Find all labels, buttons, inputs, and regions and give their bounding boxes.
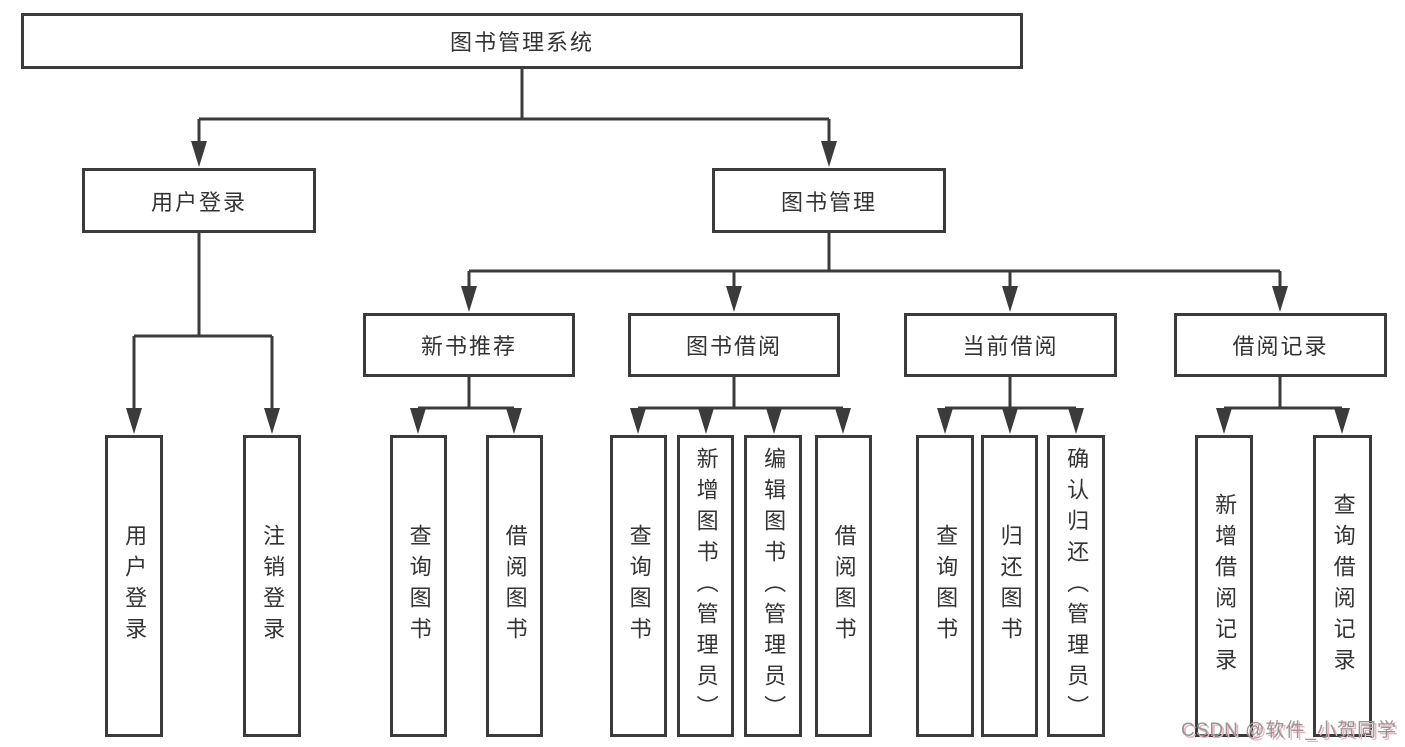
leaf-current-confirm-return-admin-label: 确认归还（管理员） xyxy=(1064,446,1090,726)
leaf-records-add-record-label: 新增借阅记录 xyxy=(1212,493,1238,679)
arrow-icon xyxy=(191,141,207,167)
leaf-current-return-books: 归还图书 xyxy=(981,435,1038,737)
leaf-borrow-edit-books-admin: 编辑图书（管理员） xyxy=(744,435,802,737)
csdn-watermark: CSDN @软件_小贺同学 xyxy=(1181,720,1397,741)
node-book-borrow-label: 图书借阅 xyxy=(685,334,782,359)
leaf-borrow-query-books: 查询图书 xyxy=(610,435,667,737)
node-current-borrow: 当前借阅 xyxy=(904,313,1117,377)
leaf-current-query-books: 查询图书 xyxy=(916,435,974,737)
arrow-icon xyxy=(630,408,646,434)
node-library-system: 图书管理系统 xyxy=(21,13,1023,69)
node-borrow-records-label: 借阅记录 xyxy=(1232,334,1329,359)
leaf-records-query-record-label: 查询借阅记录 xyxy=(1330,493,1356,679)
node-library-system-label: 图书管理系统 xyxy=(449,30,594,55)
arrow-icon xyxy=(835,408,851,434)
leaf-current-return-books-label: 归还图书 xyxy=(997,524,1023,648)
arrow-icon xyxy=(1272,286,1288,312)
node-book-management: 图书管理 xyxy=(712,168,946,233)
node-borrow-records: 借阅记录 xyxy=(1174,313,1387,377)
arrow-icon xyxy=(126,408,142,434)
node-current-borrow-label: 当前借阅 xyxy=(962,334,1059,359)
arrow-icon xyxy=(821,141,837,167)
arrow-icon xyxy=(1068,408,1084,434)
arrow-icon xyxy=(506,408,522,434)
arrow-icon xyxy=(726,286,742,312)
leaf-user-login: 用户登录 xyxy=(105,435,163,737)
arrow-icon xyxy=(698,408,714,434)
leaf-borrow-add-books-admin: 新增图书（管理员） xyxy=(677,435,734,737)
node-user-login: 用户登录 xyxy=(82,168,316,233)
arrow-icon xyxy=(937,408,953,434)
leaf-recommend-borrow-books: 借阅图书 xyxy=(486,435,543,737)
leaf-borrow-edit-books-admin-label: 编辑图书（管理员） xyxy=(761,446,787,726)
arrow-icon xyxy=(1334,408,1350,434)
arrow-icon xyxy=(1216,408,1232,434)
node-book-borrow: 图书借阅 xyxy=(628,313,840,377)
leaf-borrow-query-books-label: 查询图书 xyxy=(626,524,652,648)
arrow-icon xyxy=(1002,286,1018,312)
node-new-book-recommend-label: 新书推荐 xyxy=(420,334,517,359)
node-book-management-label: 图书管理 xyxy=(780,189,877,215)
node-user-login-label: 用户登录 xyxy=(150,189,247,215)
leaf-current-confirm-return-admin: 确认归还（管理员） xyxy=(1047,435,1105,737)
leaf-borrow-borrow-books-label: 借阅图书 xyxy=(831,524,857,648)
leaf-logout: 注销登录 xyxy=(243,435,301,737)
leaf-recommend-query-books: 查询图书 xyxy=(390,435,447,737)
arrow-icon xyxy=(461,286,477,312)
node-new-book-recommend: 新书推荐 xyxy=(363,313,575,377)
arrow-icon xyxy=(1002,408,1018,434)
leaf-borrow-add-books-admin-label: 新增图书（管理员） xyxy=(693,446,719,726)
leaf-borrow-borrow-books: 借阅图书 xyxy=(815,435,872,737)
leaf-recommend-query-books-label: 查询图书 xyxy=(406,524,432,648)
arrowheads xyxy=(126,141,1350,434)
arrow-icon xyxy=(264,408,280,434)
leaf-records-add-record: 新增借阅记录 xyxy=(1195,435,1253,737)
leaf-user-login-label: 用户登录 xyxy=(122,524,148,648)
leaf-recommend-borrow-books-label: 借阅图书 xyxy=(502,524,528,648)
tree-edges xyxy=(132,69,1344,412)
leaf-current-query-books-label: 查询图书 xyxy=(933,524,959,648)
arrow-icon xyxy=(766,408,782,434)
leaf-logout-label: 注销登录 xyxy=(260,524,286,648)
leaf-records-query-record: 查询借阅记录 xyxy=(1313,435,1372,737)
arrow-icon xyxy=(410,408,426,434)
